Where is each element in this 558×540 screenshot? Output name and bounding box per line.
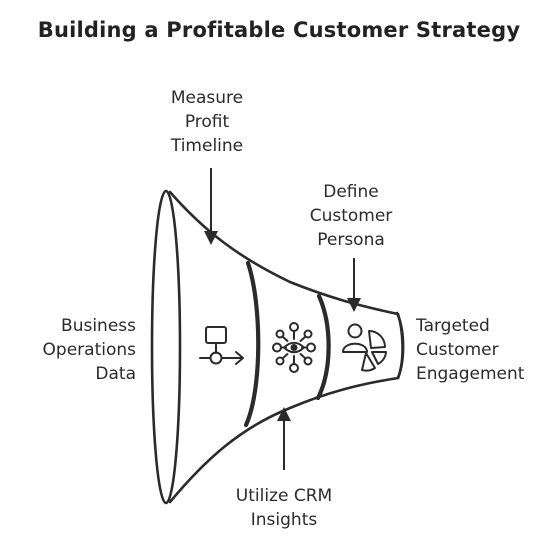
funnel-body: [150, 189, 405, 505]
label-targeted-customer-engagement: Targeted Customer Engagement: [416, 316, 525, 384]
label-business-operations-data: Business Operations Data: [42, 316, 136, 384]
funnel-divider-1: [243, 260, 261, 428]
funnel-mouth: [150, 189, 182, 505]
label-measure-profit-timeline: Measure Profit Timeline: [170, 88, 244, 156]
funnel-divider-3: [395, 311, 405, 380]
label-define-customer-persona: Define Customer Persona: [309, 182, 393, 250]
user-persona-chart-icon: [342, 323, 387, 372]
flowchart-icon: [199, 326, 244, 365]
label-utilize-crm-insights: Utilize CRM Insights: [235, 486, 333, 530]
network-hub-icon: [272, 322, 316, 373]
funnel-divider-2: [315, 293, 331, 401]
page-title: Building a Profitable Customer Strategy: [37, 18, 521, 42]
arrows: [204, 168, 361, 470]
